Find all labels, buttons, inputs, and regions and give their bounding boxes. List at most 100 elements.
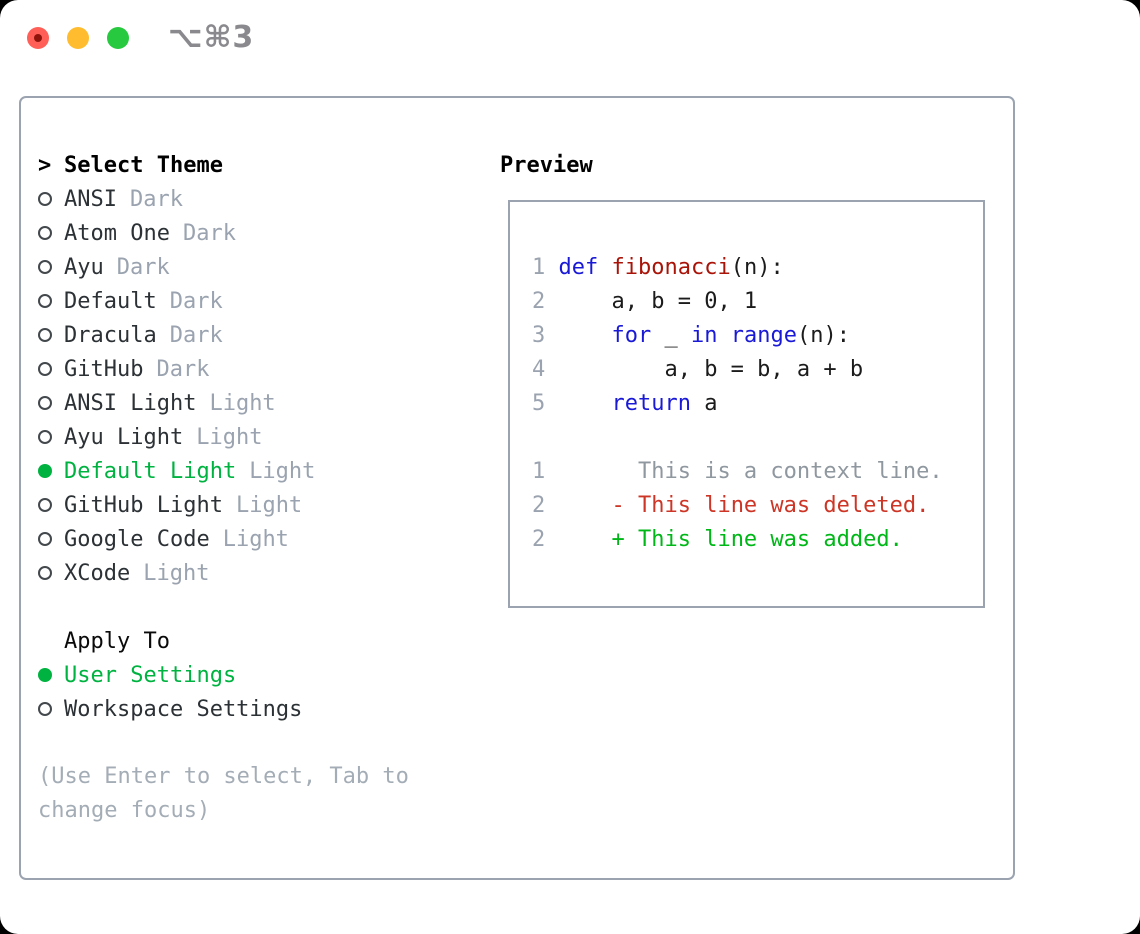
chevron-icon: >	[38, 152, 52, 178]
theme-name: XCode	[64, 560, 131, 586]
theme-name: GitHub	[64, 356, 144, 382]
theme-variant: Light	[222, 526, 289, 552]
theme-name: GitHub Light	[64, 492, 223, 518]
code-token: return	[611, 391, 691, 416]
line-number: 2	[532, 493, 546, 518]
focus-marker: >	[38, 153, 64, 178]
theme-variant: Dark	[116, 254, 170, 280]
code-token: fibonacci	[611, 255, 731, 280]
theme-option-google-code[interactable]: Google Code Light	[38, 522, 488, 556]
theme-option-dracula[interactable]: Dracula Dark	[38, 318, 488, 352]
circle-icon	[38, 260, 52, 274]
circle-icon	[38, 294, 52, 308]
select-theme-title: Select Theme	[64, 152, 223, 178]
radio-unselected-icon	[38, 430, 64, 444]
radio-unselected-icon	[38, 566, 64, 580]
circle-icon	[38, 328, 52, 342]
theme-option-ayu-light[interactable]: Ayu Light Light	[38, 420, 488, 454]
code-token: a, b = b, a + b	[558, 357, 864, 382]
code-token: - This line was deleted.	[611, 493, 930, 518]
theme-variant: Dark	[129, 186, 183, 212]
close-button[interactable]	[27, 27, 49, 49]
zoom-button[interactable]	[107, 27, 129, 49]
code-line: 2 + This line was added.	[532, 523, 983, 557]
circle-icon	[38, 566, 52, 580]
code-token: for	[611, 323, 652, 348]
code-line: 1 This is a context line.	[532, 455, 983, 489]
line-number: 2	[532, 289, 546, 314]
line-number: 3	[532, 323, 546, 348]
code-token	[598, 255, 611, 280]
radio-unselected-icon	[38, 532, 64, 546]
theme-variant: Dark	[169, 322, 223, 348]
preview-column: Preview 1 def fibonacci(n):2 a, b = 0, 1…	[500, 148, 985, 608]
theme-option-default[interactable]: Default Dark	[38, 284, 488, 318]
line-number: 1	[532, 459, 546, 484]
theme-name: Default	[64, 288, 157, 314]
circle-icon	[38, 396, 52, 410]
apply-option-user-settings[interactable]: User Settings	[38, 658, 488, 692]
code-token	[559, 527, 612, 552]
preview-title: Preview	[500, 152, 593, 178]
apply-option-label: Workspace Settings	[64, 696, 303, 722]
code-line: 4 a, b = b, a + b	[532, 353, 983, 387]
circle-icon	[38, 192, 52, 206]
code-token: in	[690, 323, 718, 348]
theme-name: ANSI Light	[64, 390, 197, 416]
code-token: (n):	[796, 323, 850, 348]
theme-name: Atom One	[64, 220, 170, 246]
apply-option-label: User Settings	[64, 662, 237, 688]
radio-unselected-icon	[38, 498, 64, 512]
code-token: This is a context line.	[558, 459, 943, 484]
code-token: _	[651, 323, 691, 348]
code-token	[559, 493, 612, 518]
close-dot-icon	[34, 34, 42, 42]
theme-name: Ayu Light	[64, 424, 184, 450]
radio-unselected-icon	[38, 396, 64, 410]
apply-option-workspace-settings[interactable]: Workspace Settings	[38, 692, 488, 726]
line-number: 5	[532, 391, 546, 416]
radio-unselected-icon	[38, 362, 64, 376]
radio-unselected-icon	[38, 702, 64, 716]
theme-name: Google Code	[64, 526, 210, 552]
code-line: 2 - This line was deleted.	[532, 489, 983, 523]
theme-variant: Light	[209, 390, 276, 416]
code-token	[717, 323, 730, 348]
circle-icon	[38, 362, 52, 376]
line-number: 2	[532, 527, 546, 552]
theme-variant: Dark	[169, 288, 223, 314]
circle-icon	[38, 702, 52, 716]
code-line	[532, 421, 983, 455]
keyboard-shortcut-label: ⌥⌘3	[168, 20, 255, 55]
theme-variant: Light	[196, 424, 263, 450]
code-line: 3 for _ in range(n):	[532, 319, 983, 353]
line-number: 4	[532, 357, 546, 382]
theme-name: Dracula	[64, 322, 157, 348]
theme-option-ansi-light[interactable]: ANSI Light Light	[38, 386, 488, 420]
theme-name: Default Light	[64, 458, 237, 484]
radio-unselected-icon	[38, 226, 64, 240]
select-theme-header: > Select Theme	[38, 148, 488, 182]
code-token	[559, 323, 612, 348]
circle-icon	[38, 430, 52, 444]
code-token: def	[558, 255, 599, 280]
radio-selected-icon	[38, 464, 64, 478]
circle-icon	[38, 226, 52, 240]
code-line: 1 def fibonacci(n):	[532, 251, 983, 285]
titlebar: ⌥⌘3	[27, 20, 255, 55]
code-line: 2 a, b = 0, 1	[532, 285, 983, 319]
circle-icon	[38, 532, 52, 546]
minimize-button[interactable]	[67, 27, 89, 49]
